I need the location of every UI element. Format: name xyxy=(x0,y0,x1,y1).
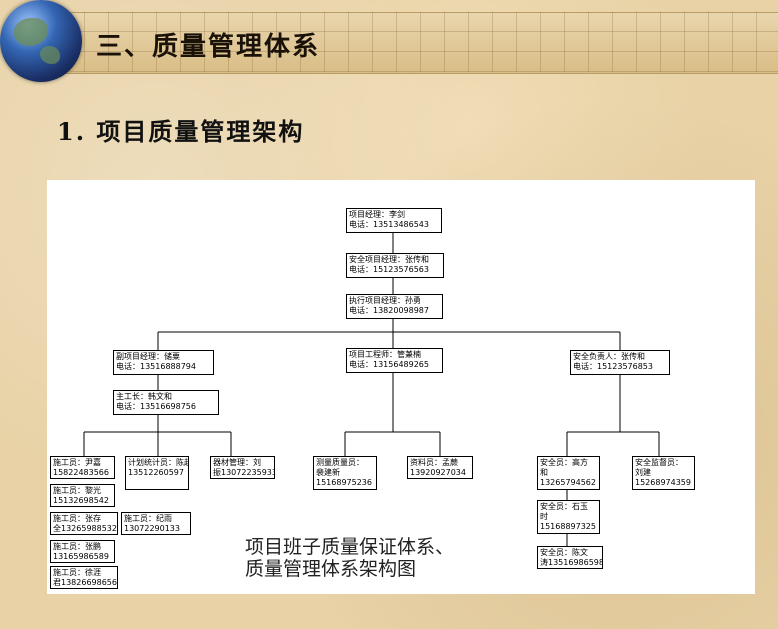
node-role: 安全负责人：张传和 xyxy=(573,352,645,361)
node-safety-supervisor: 安全监督员： 刘建 15268974359 xyxy=(632,456,695,490)
node-role: 安全员：高方 xyxy=(540,458,588,467)
node-executive-project-manager: 执行项目经理：孙勇 电话：13820098987 xyxy=(346,294,443,319)
node-safety-officer: 安全员：高方 和 13265794562 xyxy=(537,456,600,490)
node-role: 器材管理：刘 xyxy=(213,458,261,467)
node-role: 施工员：张鹏 xyxy=(53,542,101,551)
node-phone: 刘建 xyxy=(635,468,651,477)
caption-line: 质量管理体系架构图 xyxy=(245,558,417,580)
node-phone: 电话：13516888794 xyxy=(116,362,196,371)
node-phone: 涛13516986598 xyxy=(540,558,603,567)
node-phone: 15822483566 xyxy=(53,468,109,477)
node-role: 安全员：石玉 xyxy=(540,502,588,511)
node-project-manager: 项目经理：李剑 电话：13513486543 xyxy=(346,208,442,233)
node-role: 项目工程师：管兼楠 xyxy=(349,350,421,359)
node-role: 安全监督员： xyxy=(635,458,683,467)
node-document-clerk: 资料员：孟蕨 13920927034 xyxy=(407,456,473,479)
node-phone: 和 xyxy=(540,468,548,477)
section-title: 1. 项目质量管理架构 xyxy=(57,117,305,146)
node-chief-foreman: 主工长：韩文和 电话：13516698756 xyxy=(113,390,219,415)
node-worker: 施工员：纪雨 13072290133 xyxy=(121,512,191,535)
node-safety-officer: 安全员：陈文 涛13516986598 xyxy=(537,546,603,569)
slide-title: 三、质量管理体系 xyxy=(96,32,321,62)
node-worker: 施工员：张存 全13265988532 xyxy=(50,512,118,535)
node-worker: 施工员：张鹏 13165986589 xyxy=(50,540,115,563)
org-chart-panel: 项目经理：李剑 电话：13513486543 安全项目经理：张传和 电话：151… xyxy=(47,180,755,594)
node-phone: 时 xyxy=(540,512,548,521)
node-role: 施工员：张存 xyxy=(53,514,101,523)
node-worker: 施工员：尹嘉 15822483566 xyxy=(50,456,115,479)
node-planning-statistician: 计划统计员：陈超 13512260597 xyxy=(125,456,189,490)
node-phone: 全13265988532 xyxy=(53,524,117,533)
node-phone: 电话：13516698756 xyxy=(116,402,196,411)
node-phone: 电话：13156489265 xyxy=(349,360,429,369)
node-role: 副项目经理：储粟 xyxy=(116,352,180,361)
header-band xyxy=(60,12,778,74)
node-role: 安全员：陈文 xyxy=(540,548,588,557)
node-phone: 15168897325 xyxy=(540,522,596,531)
node-phone: 电话：13820098987 xyxy=(349,306,429,315)
node-survey-quality-officer: 测量质量员： 裴建新 15168975236 xyxy=(313,456,377,490)
globe-land xyxy=(14,18,48,46)
node-phone: 13920927034 xyxy=(410,468,466,477)
node-safety-officer: 安全员：石玉 时 15168897325 xyxy=(537,500,600,534)
header-grid-decoration xyxy=(60,12,778,72)
node-phone: 13512260597 xyxy=(128,468,184,477)
node-worker: 施工员：黎光 15132698542 xyxy=(50,484,115,507)
node-phone: 君13826698656 xyxy=(53,578,117,587)
node-role: 主工长：韩文和 xyxy=(116,392,172,401)
node-phone: 振13072235933 xyxy=(213,468,275,477)
node-role: 安全项目经理：张传和 xyxy=(349,255,429,264)
caption-line: 项目班子质量保证体系、 xyxy=(245,536,455,558)
node-role: 施工员：黎光 xyxy=(53,486,101,495)
node-phone: 15132698542 xyxy=(53,496,109,505)
node-worker: 施工员：徐涯 君13826698656 xyxy=(50,566,118,589)
globe-land xyxy=(40,46,60,64)
node-materials-manager: 器材管理：刘 振13072235933 xyxy=(210,456,275,479)
node-role: 执行项目经理：孙勇 xyxy=(349,296,421,305)
node-phone: 15168975236 xyxy=(316,478,372,487)
node-deputy-project-manager: 副项目经理：储粟 电话：13516888794 xyxy=(113,350,214,375)
node-phone: 15268974359 xyxy=(635,478,691,487)
node-phone: 电话：15123576563 xyxy=(349,265,429,274)
node-phone: 电话：15123576853 xyxy=(573,362,653,371)
node-role: 项目经理：李剑 xyxy=(349,210,405,219)
node-role: 计划统计员：陈超 xyxy=(128,458,189,467)
node-phone: 13165986589 xyxy=(53,552,109,561)
node-role: 测量质量员： xyxy=(316,458,364,467)
node-role: 资料员：孟蕨 xyxy=(410,458,458,467)
node-phone: 电话：13513486543 xyxy=(349,220,429,229)
node-project-engineer: 项目工程师：管兼楠 电话：13156489265 xyxy=(346,348,443,373)
node-phone: 裴建新 xyxy=(316,468,340,477)
globe-icon xyxy=(0,0,82,82)
diagram-caption: 项目班子质量保证体系、 质量管理体系架构图 xyxy=(245,536,454,580)
node-role: 施工员：徐涯 xyxy=(53,568,101,577)
node-safety-project-manager: 安全项目经理：张传和 电话：15123576563 xyxy=(346,253,444,278)
node-phone: 13072290133 xyxy=(124,524,180,533)
node-role: 施工员：尹嘉 xyxy=(53,458,101,467)
header: 三、质量管理体系 xyxy=(0,0,778,82)
node-role: 施工员：纪雨 xyxy=(124,514,172,523)
node-safety-lead: 安全负责人：张传和 电话：15123576853 xyxy=(570,350,670,375)
org-chart-connectors xyxy=(83,232,660,546)
node-phone: 13265794562 xyxy=(540,478,596,487)
